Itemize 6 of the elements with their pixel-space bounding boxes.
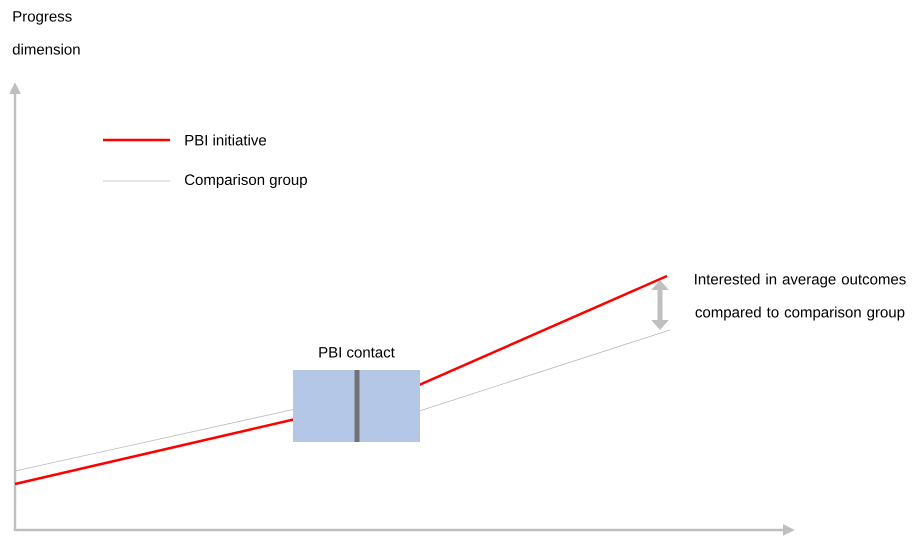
legend-text: PBI initiative	[185, 134, 266, 146]
box-heading: PBI contact	[319, 347, 395, 358]
axis-title: Progress dimension	[12, 11, 80, 55]
legend-text: Comparison group	[184, 174, 307, 188]
annotation-text: Interested in average outcomes compared to comparison group	[695, 274, 906, 320]
contact-box	[293, 370, 420, 442]
